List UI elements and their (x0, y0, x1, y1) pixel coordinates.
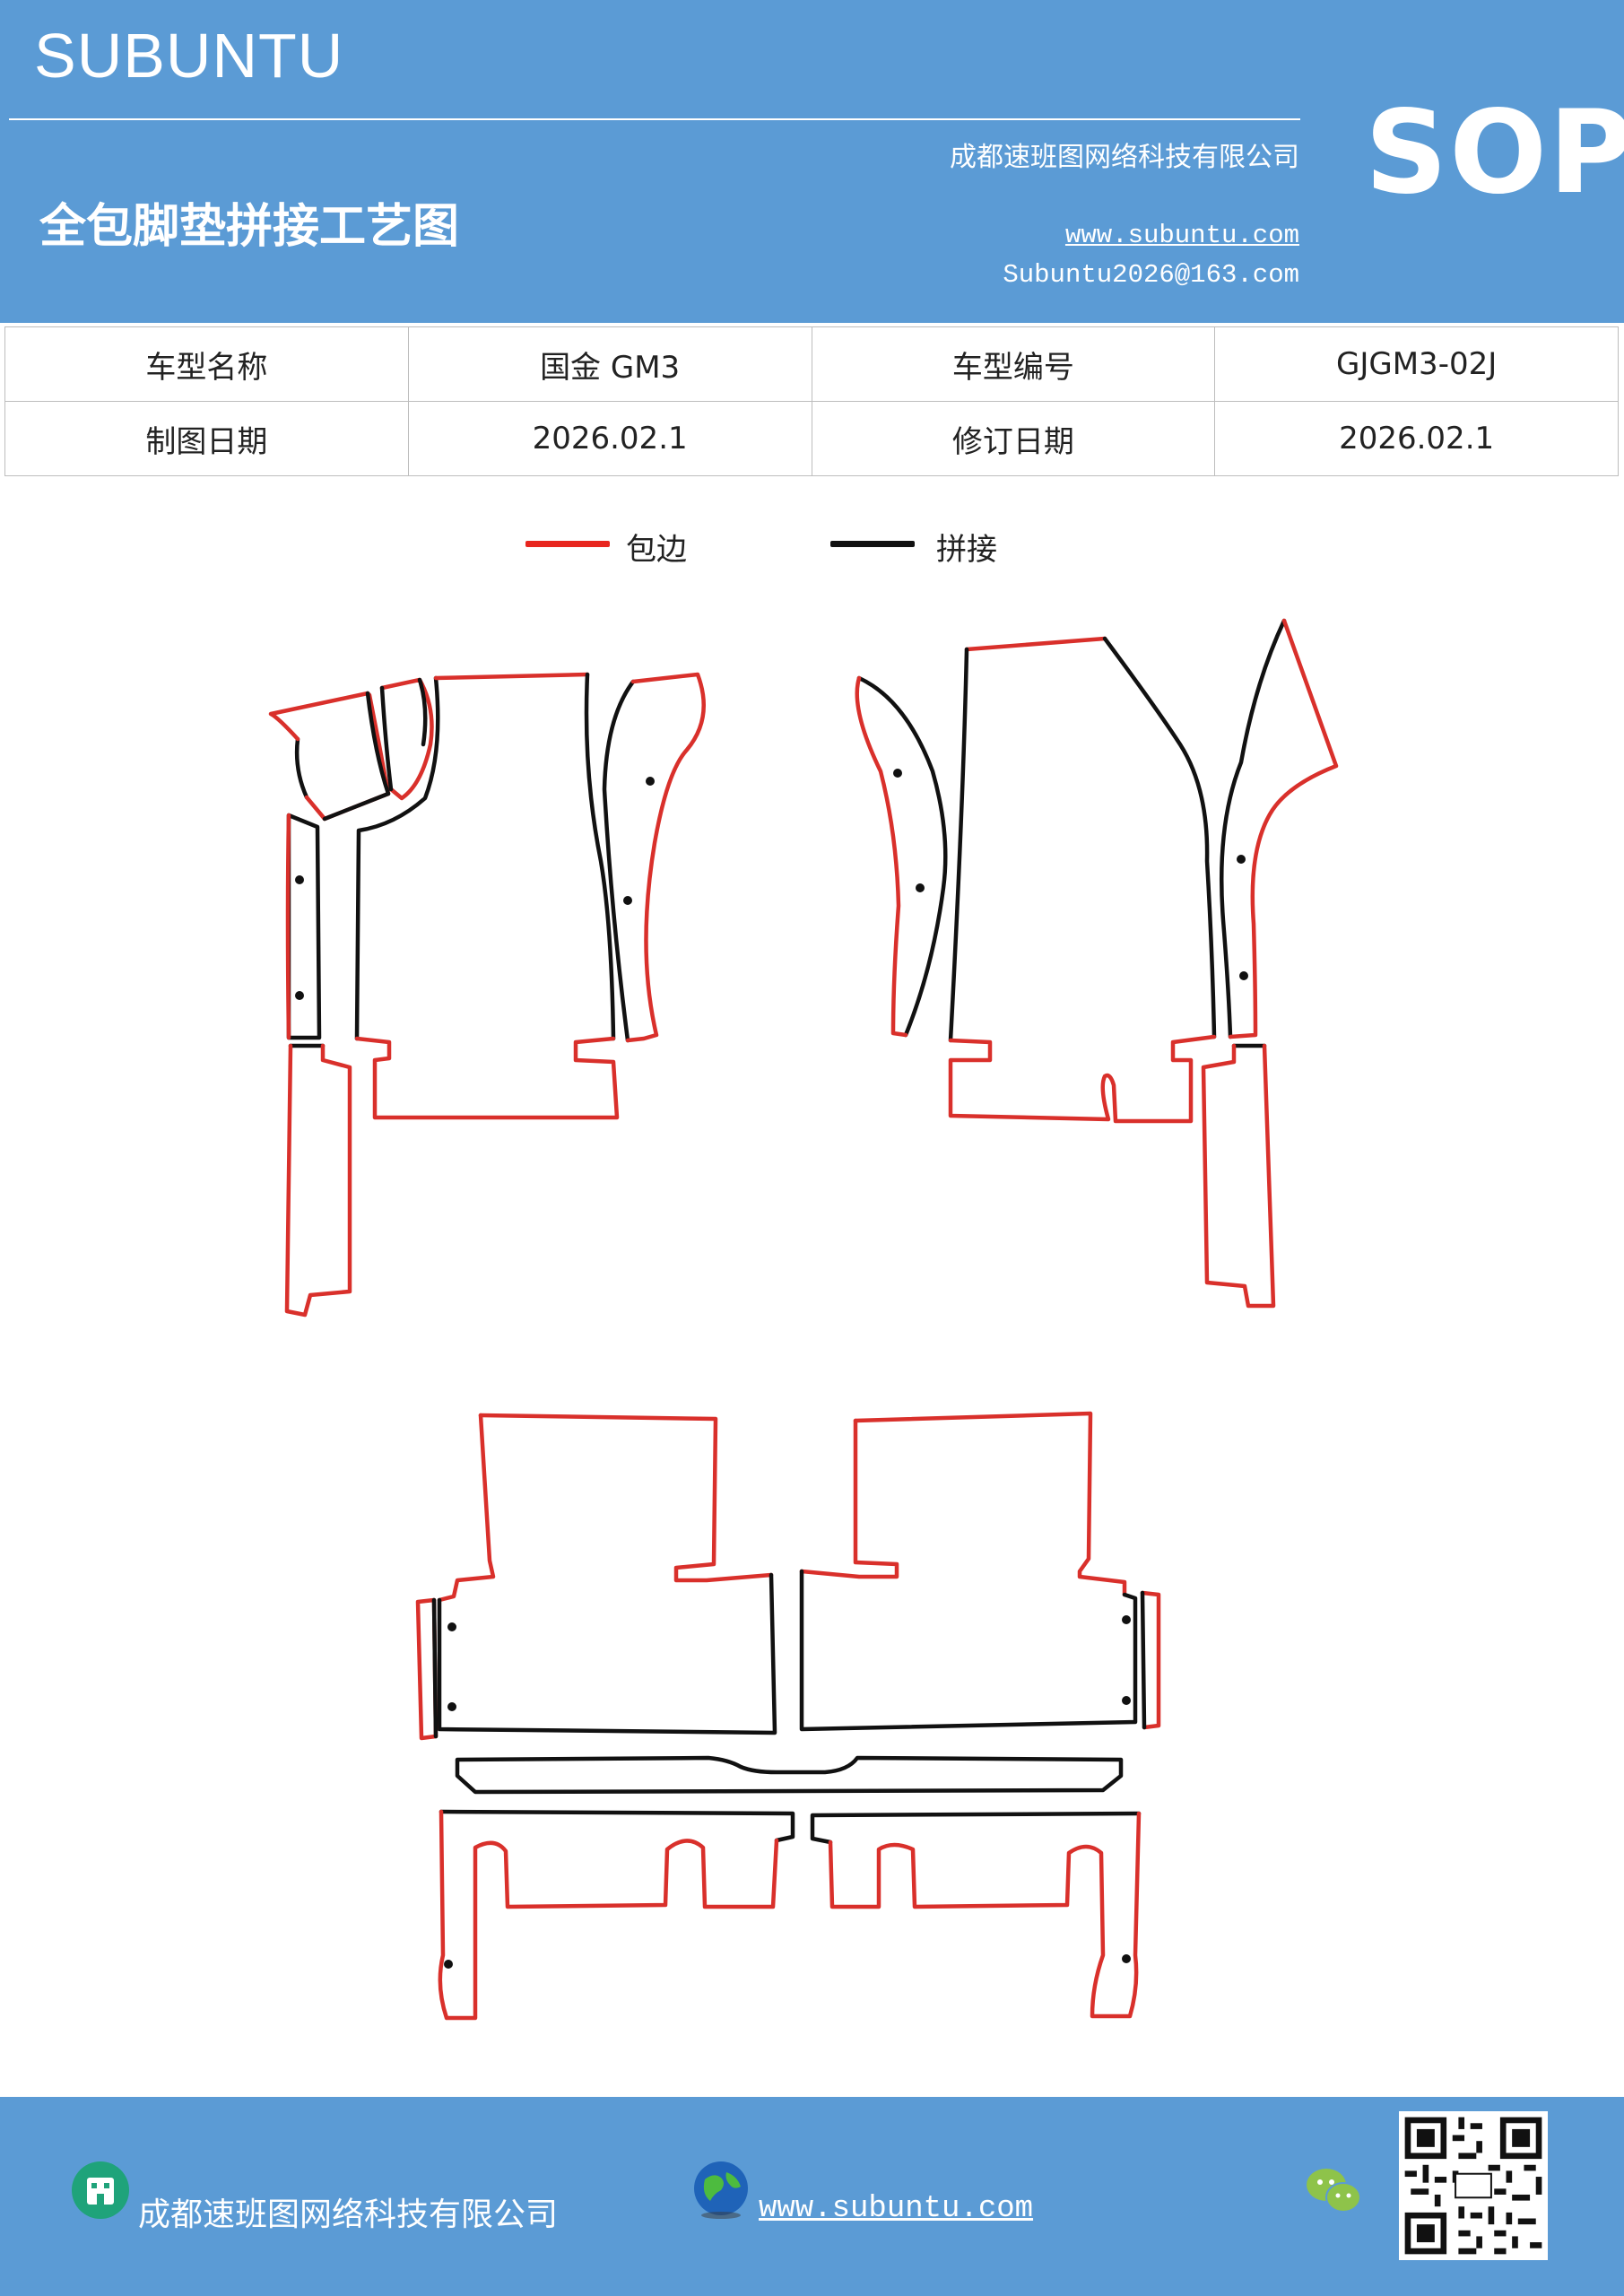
seam-line (584, 672, 616, 1041)
edge-line (964, 636, 1107, 652)
document-title: 全包脚垫拼接工艺图 (39, 200, 460, 254)
table-cell: 修订日期 (811, 401, 1216, 476)
seam-line (1219, 618, 1287, 1039)
seam-line (431, 1597, 439, 1739)
edge-line (433, 672, 590, 681)
mount-hole (916, 883, 925, 892)
edge-line (1140, 1590, 1161, 1730)
edge-line (853, 1411, 1127, 1597)
edge-line (828, 1811, 1142, 2019)
rear-mat-group (415, 1411, 1161, 2021)
table-cell: 2026.02.1 (407, 401, 812, 476)
table-cell: 制图日期 (4, 401, 409, 476)
mount-hole (1122, 1696, 1131, 1705)
legend-label-edge: 包边 (626, 532, 687, 568)
edge-line (379, 677, 434, 801)
header-website-link[interactable]: www.subuntu.com (1064, 221, 1299, 250)
edge-line (625, 672, 706, 1043)
table-row: 车型名称 国金 GM3 车型编号 GJGM3-02J (4, 326, 1619, 402)
header-email: Subuntu2026@163.com (1003, 260, 1299, 290)
header-company-name: 成都速班图网络科技有限公司 (950, 142, 1299, 173)
seam-line (799, 1569, 1138, 1732)
table-cell: 车型编号 (811, 326, 1216, 402)
building-icon (72, 2161, 129, 2219)
edge-line (478, 1413, 774, 1583)
mount-hole (646, 777, 655, 786)
sop-badge: SOP (1365, 86, 1624, 220)
seam-line (354, 675, 440, 1041)
table-row: 制图日期 2026.02.1 修订日期 2026.02.1 (4, 401, 1619, 476)
seam-line (379, 677, 428, 792)
seam-line (439, 1809, 795, 1843)
edge-line (354, 1036, 620, 1120)
edge-line (855, 675, 908, 1038)
header-bar: SUBUNTU 全包脚垫拼接工艺图 成都速班图网络科技有限公司 www.subu… (0, 0, 1624, 323)
seam-line (948, 636, 1217, 1043)
seam-line (856, 675, 948, 1038)
footer-website-link[interactable]: www.subuntu.com (759, 2192, 1034, 2226)
mount-hole (1122, 1615, 1131, 1624)
edge-line (799, 1418, 899, 1579)
mount-hole (1239, 971, 1248, 980)
seam-line (810, 1811, 1142, 1845)
edge-line (437, 1413, 496, 1603)
edge-line (438, 1809, 779, 2021)
mount-hole (447, 1622, 456, 1631)
info-table: 车型名称 国金 GM3 车型编号 GJGM3-02J 制图日期 2026.02.… (4, 326, 1619, 476)
mount-hole (295, 875, 304, 884)
legend-swatch-seam (830, 541, 915, 547)
table-cell: 车型名称 (4, 326, 409, 402)
seam-line (322, 691, 391, 822)
seam-line (437, 1572, 777, 1735)
brand-logo-text: SUBUNTU (34, 21, 344, 91)
seam-line (286, 813, 322, 1040)
legend: 包边 拼接 (0, 525, 1624, 578)
footer-company-name: 成都速班图网络科技有限公司 (138, 2196, 559, 2233)
seam-line (1140, 1590, 1147, 1730)
seam-line (602, 679, 636, 1043)
globe-icon (694, 2161, 748, 2219)
mount-hole (444, 1960, 453, 1969)
passenger-mat-group (855, 618, 1339, 1309)
mount-hole (623, 896, 632, 905)
qr-code (1399, 2111, 1548, 2260)
wechat-icon (1307, 2169, 1361, 2213)
driver-mat-group (268, 672, 706, 1318)
mat-layout-diagram (268, 618, 1339, 2021)
seam-line (294, 736, 309, 800)
mount-hole (893, 769, 902, 778)
edge-line (1201, 1043, 1276, 1309)
edge-line (285, 813, 291, 1040)
table-cell: 2026.02.1 (1214, 401, 1619, 476)
seam-line (455, 1755, 1124, 1795)
footer-bar: 成都速班图网络科技有限公司 www.subuntu.com (0, 2097, 1624, 2296)
mount-hole (1122, 1954, 1131, 1963)
mount-hole (295, 991, 304, 1000)
mount-hole (447, 1702, 456, 1711)
legend-label-seam: 拼接 (936, 532, 997, 568)
header-divider (9, 118, 1300, 120)
table-cell: GJGM3-02J (1214, 326, 1619, 402)
edge-line (1228, 618, 1339, 1039)
mount-hole (1237, 855, 1246, 864)
edge-line (284, 1043, 352, 1318)
edge-line (948, 1034, 1217, 1124)
table-cell: 国金 GM3 (407, 326, 812, 402)
legend-swatch-edge (525, 541, 610, 547)
